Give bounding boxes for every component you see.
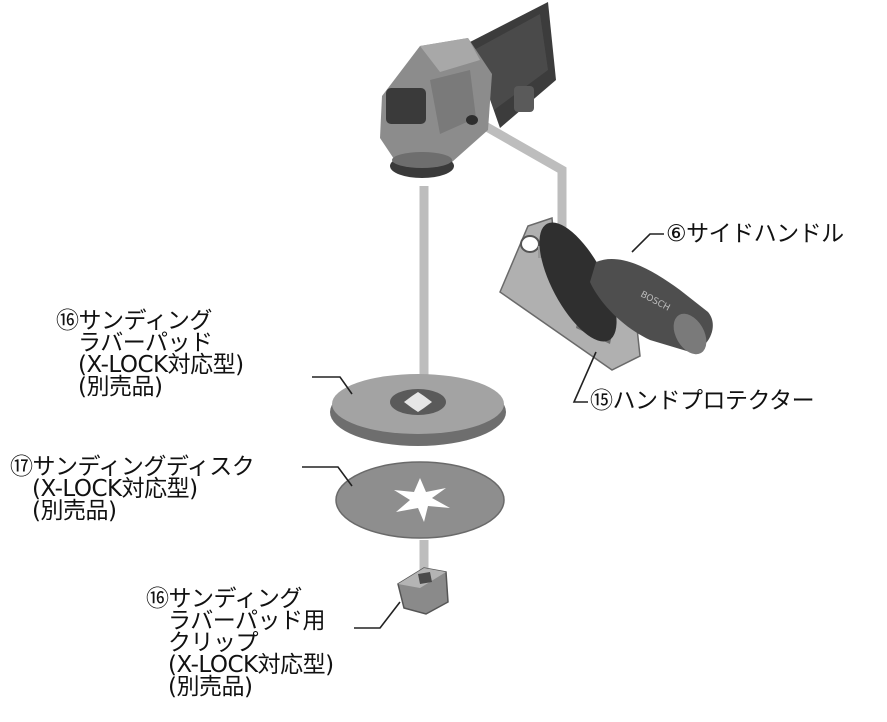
hand-protector-leader	[572, 351, 597, 403]
rubber-pad-label: ⑯サンディング ラバーパッド (X-LOCK対応型) (別売品)	[56, 308, 244, 400]
hand-protector-mount-hole	[520, 235, 540, 253]
pad-clip-label-line3: クリップ	[168, 630, 258, 656]
sanding-rubber-pad	[330, 374, 506, 446]
sanding-disc-xlock-cutout	[394, 478, 450, 522]
sanding-disc-leader	[302, 466, 353, 487]
sanding-disc-label-line1: ⑰サンディングディスク	[10, 454, 255, 480]
pad-clip-label-line1: ⑯サンディング	[146, 586, 302, 612]
side-handle-label-text: ⑥サイドハンドル	[666, 221, 844, 247]
side-handle: BOSCH	[538, 222, 713, 355]
rubber-pad-label-line3: (X-LOCK対応型)	[78, 352, 244, 378]
leader-lines	[302, 233, 664, 629]
handle-mount-hole	[466, 115, 478, 125]
sanding-disc	[335, 461, 505, 539]
rubber-pad-label-line4: (別売品)	[78, 374, 163, 400]
rubber-pad-label-line2: ラバーパッド	[78, 330, 213, 356]
handle-guide-line	[475, 118, 567, 228]
hand-protector-label-text: ⑮ハンドプロテクター	[590, 388, 815, 414]
rubber-pad-label-line1: ⑯サンディング	[56, 308, 212, 334]
pad-clip-notch	[418, 572, 432, 584]
hand-protector-label: ⑮ハンドプロテクター	[590, 388, 815, 414]
rubber-pad-xlock-star	[404, 392, 432, 412]
grinder-grip-band	[474, 14, 548, 110]
rubber-pad-leader	[312, 376, 353, 395]
grinder-spindle-base	[392, 152, 452, 168]
sanding-disc-label-line2: (X-LOCK対応型)	[32, 476, 198, 502]
pad-clip-label: ⑯サンディング ラバーパッド用 クリップ (X-LOCK対応型) (別売品)	[146, 586, 334, 700]
grinder-front-panel	[430, 70, 476, 134]
grinder-gear-head-top	[420, 38, 480, 72]
sanding-disc-label-line3: (別売品)	[32, 498, 117, 524]
grinder-lock-lever	[386, 88, 426, 124]
pad-clip-label-line2: ラバーパッド用	[168, 608, 326, 634]
grinder-switch	[514, 86, 534, 112]
sanding-disc-label: ⑰サンディングディスク (X-LOCK対応型) (別売品)	[10, 454, 255, 524]
side-handle-leader	[631, 233, 664, 253]
side-handle-label: ⑥サイドハンドル	[666, 221, 844, 247]
pad-clip	[397, 567, 449, 615]
side-handle-end-cap	[673, 313, 707, 355]
angle-grinder	[380, 2, 556, 178]
side-handle-guard	[539, 222, 617, 342]
pad-clip-label-line5: (別売品)	[168, 674, 253, 700]
pad-clip-leader	[354, 601, 401, 629]
pad-clip-label-line4: (X-LOCK対応型)	[168, 652, 334, 678]
